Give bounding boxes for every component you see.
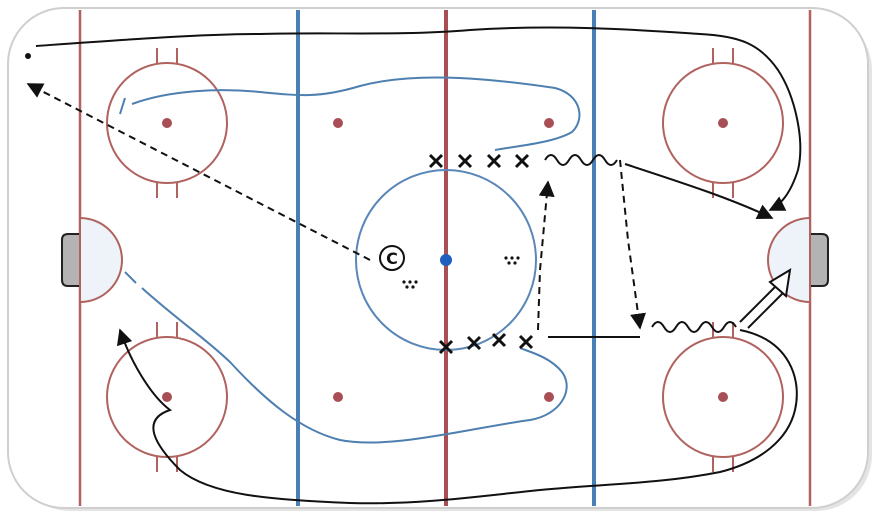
neutral-dot-top-right: [544, 118, 554, 128]
faceoff-circle-top-right: [662, 48, 784, 198]
top-puck-carry: [544, 154, 618, 166]
player-x-top-3: [486, 153, 502, 169]
center-faceoff-circle: [355, 169, 537, 351]
faceoff-circle-top-left: [106, 48, 228, 198]
puck-start-dot: [25, 53, 31, 59]
coach-marker: C: [379, 245, 405, 271]
pass-line-down: [619, 159, 646, 330]
left-net: [61, 233, 81, 287]
pass-line-up: [537, 180, 555, 331]
puck-pile-left: [402, 280, 418, 289]
player-x-bottom-3: [491, 332, 507, 348]
player-x-top-2: [457, 153, 473, 169]
top-skate-path: [35, 26, 802, 211]
neutral-dot-bottom-left: [333, 392, 343, 402]
top-drive-to-net: [624, 163, 774, 220]
player-x-top-1: [428, 153, 444, 169]
pass-line-coach-to-corner: [26, 83, 371, 261]
neutral-dot-top-left: [333, 118, 343, 128]
bottom-puck-carry: [651, 321, 737, 333]
coach-marker-label: C: [386, 249, 398, 268]
left-goal-crease: [79, 216, 123, 304]
shot-arrow: [739, 268, 792, 329]
player-x-bottom-2: [466, 335, 482, 351]
player-x-top-4: [514, 153, 530, 169]
right-net: [809, 233, 829, 287]
bottom-lane-path: [124, 271, 568, 444]
rink-boards: [7, 7, 869, 509]
neutral-dot-bottom-right: [544, 392, 554, 402]
player-x-bottom-1: [438, 339, 454, 355]
player-x-bottom-4: [518, 334, 534, 350]
top-lane-path: [119, 76, 581, 151]
bottom-skate-path: [116, 328, 798, 505]
center-faceoff-dot: [440, 254, 452, 266]
puck-pile-right: [504, 256, 520, 265]
